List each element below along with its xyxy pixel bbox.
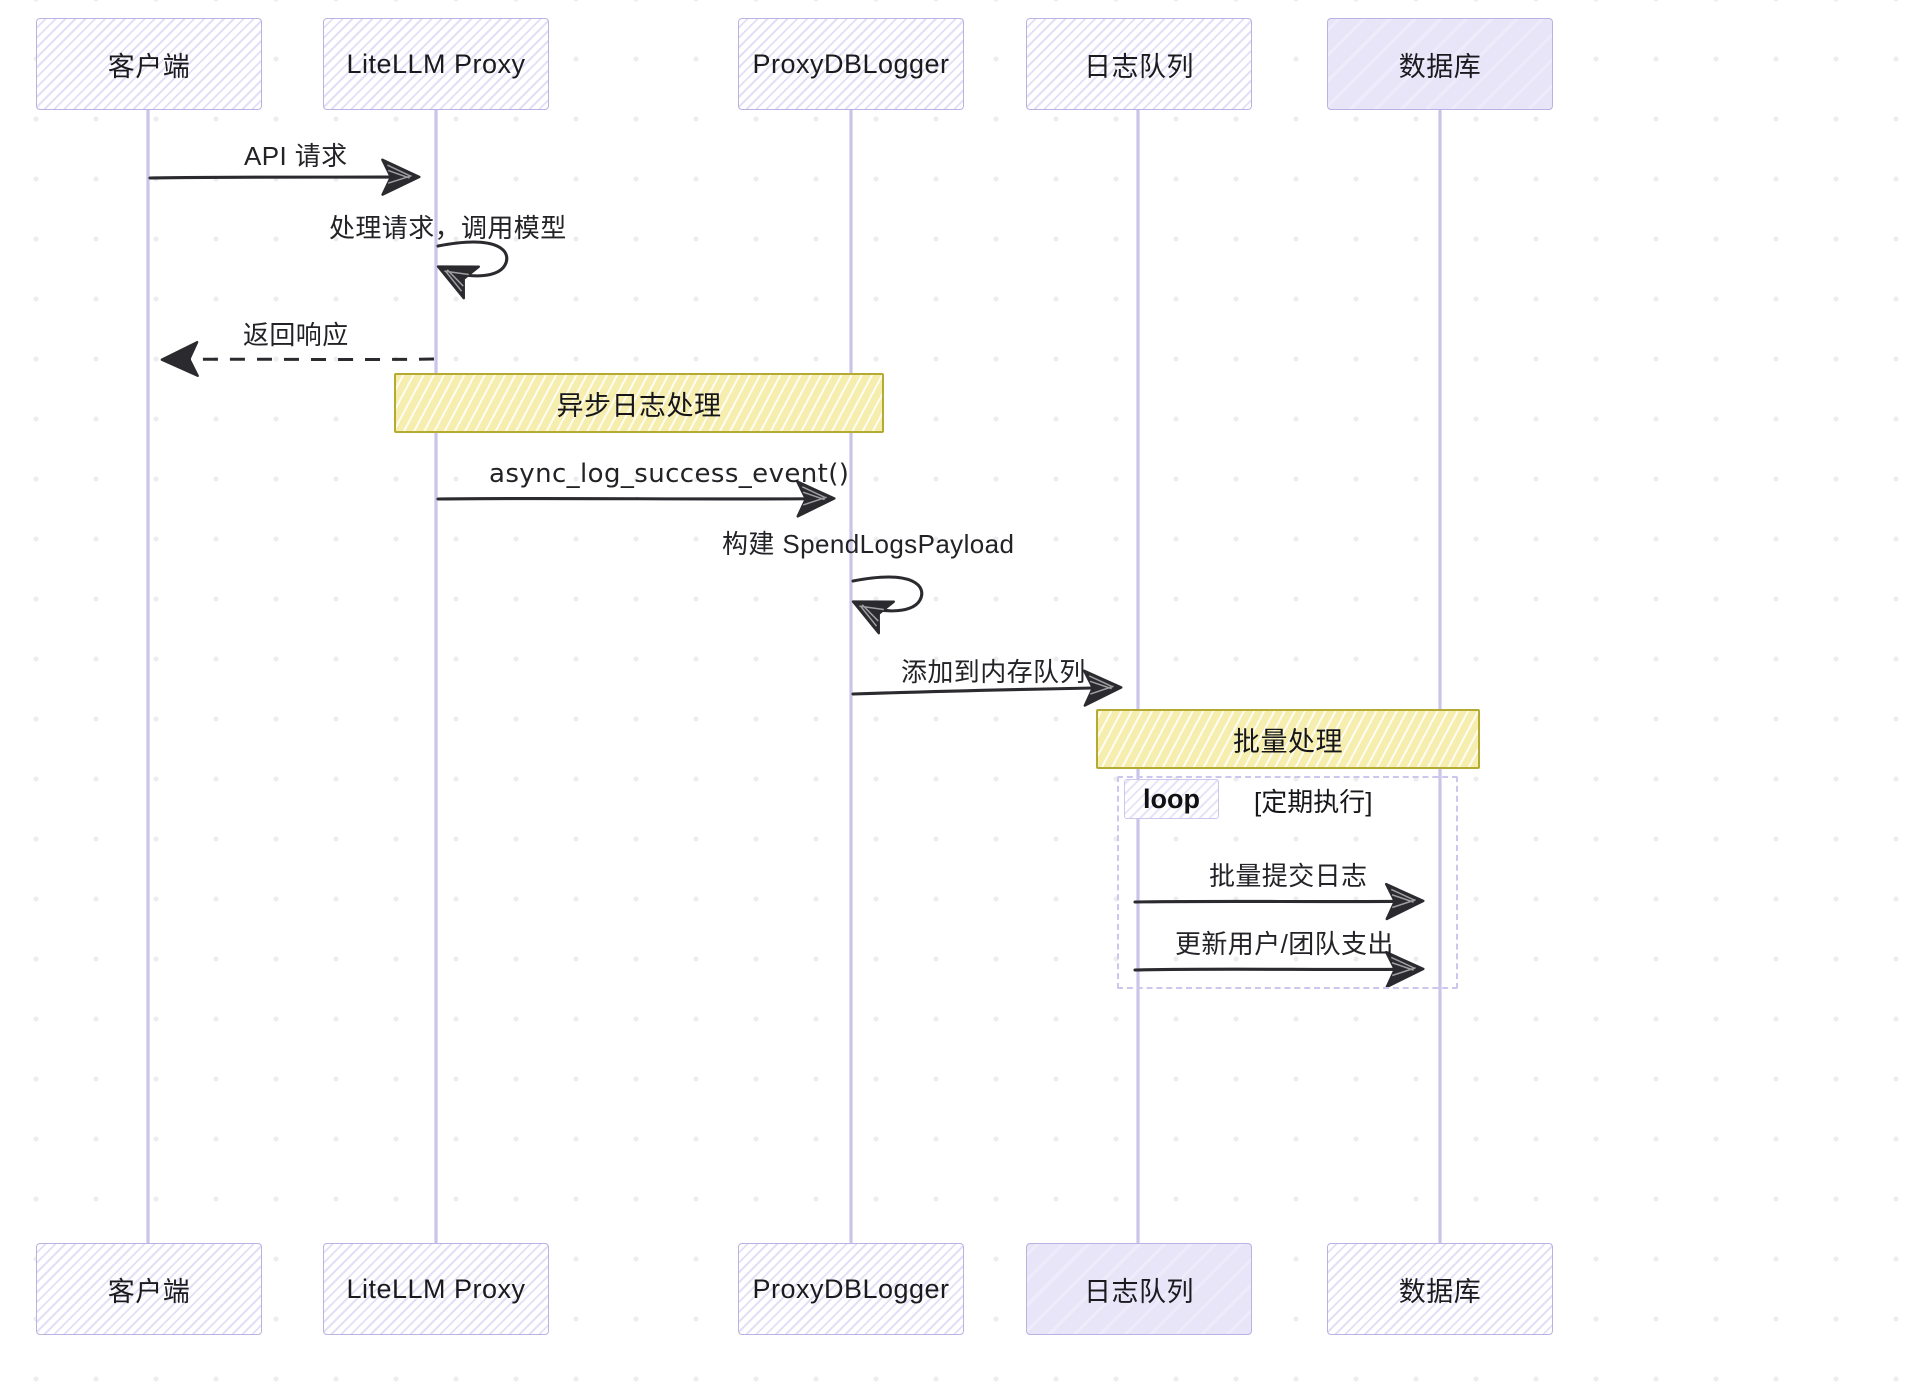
actor-box-top-client[interactable]: 客户端 (36, 18, 262, 110)
actor-label: 数据库 (1398, 51, 1482, 82)
message-label-process-request: 处理请求，调用模型 (329, 213, 567, 243)
actor-label: 日志队列 (1084, 1276, 1194, 1307)
actor-box-bottom-logger[interactable]: ProxyDBLogger (738, 1243, 964, 1335)
message-arrow-add-to-memory-queue (851, 669, 1123, 707)
message-arrow-return-response (160, 340, 435, 378)
message-arrow-batch-submit-logs (1133, 882, 1425, 921)
loop-fragment-periodic-execution (1117, 776, 1458, 989)
message-label-batch-submit-logs: 批量提交日志 (1209, 861, 1368, 891)
actor-box-top-queue[interactable]: 日志队列 (1026, 18, 1252, 110)
actor-box-bottom-queue[interactable]: 日志队列 (1026, 1243, 1252, 1335)
message-label-add-to-memory-queue: 添加到内存队列 (901, 657, 1086, 687)
note-batch-processing[interactable]: 批量处理 (1096, 709, 1480, 769)
note-label: 异步日志处理 (556, 390, 722, 421)
message-arrow-update-user-team-spend (1133, 950, 1425, 989)
message-label-api-request: API 请求 (244, 141, 348, 171)
message-label-async-log-success-event: async_log_success_event() (489, 459, 850, 489)
actor-box-top-proxy[interactable]: LiteLLM Proxy (323, 18, 549, 110)
actor-label: 日志队列 (1084, 51, 1194, 82)
actor-box-top-database[interactable]: 数据库 (1327, 18, 1553, 110)
actor-label: 客户端 (107, 51, 191, 82)
loop-fragment-condition: [定期执行] (1254, 787, 1373, 817)
actor-box-top-logger[interactable]: ProxyDBLogger (738, 18, 964, 110)
actor-label: LiteLLM Proxy (346, 48, 526, 79)
loop-tag-label: loop (1143, 783, 1200, 814)
actor-label: ProxyDBLogger (752, 48, 950, 79)
actor-box-bottom-client[interactable]: 客户端 (36, 1243, 262, 1335)
message-arrow-api-request (148, 158, 421, 196)
message-label-update-user-team-spend: 更新用户/团队支出 (1175, 929, 1394, 959)
actor-box-bottom-proxy[interactable]: LiteLLM Proxy (323, 1243, 549, 1335)
message-selfloop-build-spendlogspayload (851, 575, 924, 635)
message-selfloop-process-request (436, 240, 509, 300)
message-label-return-response: 返回响应 (243, 320, 349, 350)
note-label: 批量处理 (1233, 726, 1343, 757)
message-label-build-spendlogspayload: 构建 SpendLogsPayload (722, 529, 1015, 559)
actor-label: ProxyDBLogger (752, 1273, 950, 1304)
actor-box-bottom-database[interactable]: 数据库 (1327, 1243, 1553, 1335)
loop-fragment-tag: loop (1124, 779, 1219, 819)
lifelines (146, 108, 1442, 1244)
note-async-log-processing[interactable]: 异步日志处理 (394, 373, 884, 433)
actor-label: 客户端 (107, 1276, 191, 1307)
actor-label: LiteLLM Proxy (346, 1273, 526, 1304)
message-arrow-async-log-success-event (436, 480, 836, 518)
actor-label: 数据库 (1398, 1276, 1482, 1307)
